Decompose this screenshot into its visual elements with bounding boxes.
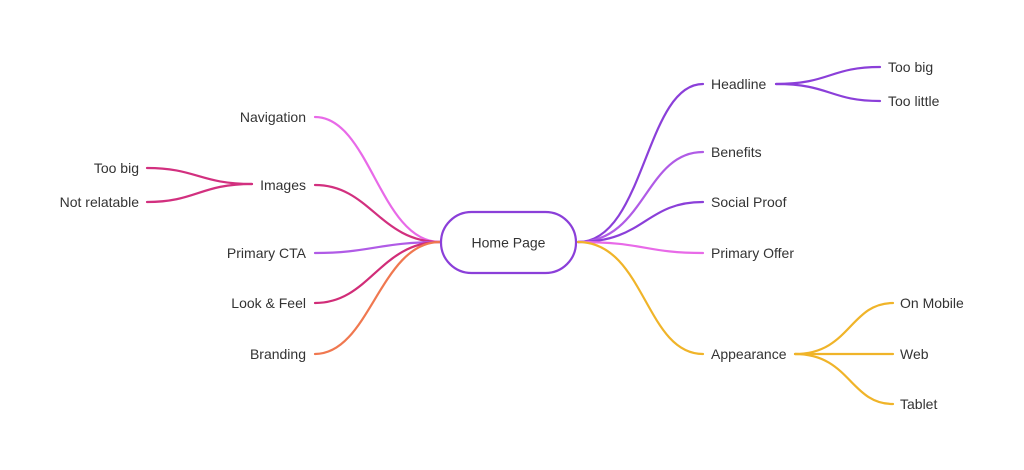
node-appearance-on-mobile: On Mobile bbox=[900, 295, 964, 311]
node-images-too-big: Too big bbox=[94, 160, 139, 176]
center-node: Home Page bbox=[439, 210, 578, 275]
node-appearance: Appearance bbox=[711, 346, 787, 362]
center-node-label: Home Page bbox=[472, 235, 546, 251]
node-labels: Navigation Images Primary CTA Look & Fee… bbox=[60, 59, 964, 412]
center-node-border bbox=[439, 210, 578, 275]
edge-headline bbox=[576, 82, 705, 244]
edge-primary-cta bbox=[313, 240, 442, 255]
node-primary-cta: Primary CTA bbox=[227, 245, 307, 261]
edge-headline-too-big bbox=[774, 65, 882, 86]
node-primary-offer: Primary Offer bbox=[711, 245, 794, 261]
node-images-not-relatable: Not relatable bbox=[60, 194, 140, 210]
edge-images bbox=[313, 183, 442, 244]
node-benefits: Benefits bbox=[711, 144, 762, 160]
node-images: Images bbox=[260, 177, 306, 193]
edge-social-proof bbox=[576, 200, 705, 244]
node-branding: Branding bbox=[250, 346, 306, 362]
node-headline: Headline bbox=[711, 76, 766, 92]
edge-primary-offer bbox=[576, 240, 705, 255]
node-headline-too-big: Too big bbox=[888, 59, 933, 75]
edge-benefits bbox=[576, 150, 705, 244]
edge-images-not-relatable bbox=[145, 182, 254, 204]
node-appearance-web: Web bbox=[900, 346, 929, 362]
edge-look-and-feel bbox=[313, 240, 442, 305]
edge-branding bbox=[313, 240, 442, 356]
node-navigation: Navigation bbox=[240, 109, 306, 125]
edge-appearance bbox=[576, 240, 705, 356]
edge-appearance-on-mobile bbox=[793, 301, 895, 356]
node-social-proof: Social Proof bbox=[711, 194, 787, 210]
node-headline-too-little: Too little bbox=[888, 93, 940, 109]
edge-images-too-big bbox=[145, 166, 254, 186]
edge-navigation bbox=[313, 115, 442, 244]
node-look-and-feel: Look & Feel bbox=[231, 295, 306, 311]
mind-map-edges bbox=[145, 65, 895, 406]
node-appearance-tablet: Tablet bbox=[900, 396, 937, 412]
edge-headline-too-little bbox=[774, 82, 882, 103]
edge-appearance-tablet bbox=[793, 352, 895, 406]
